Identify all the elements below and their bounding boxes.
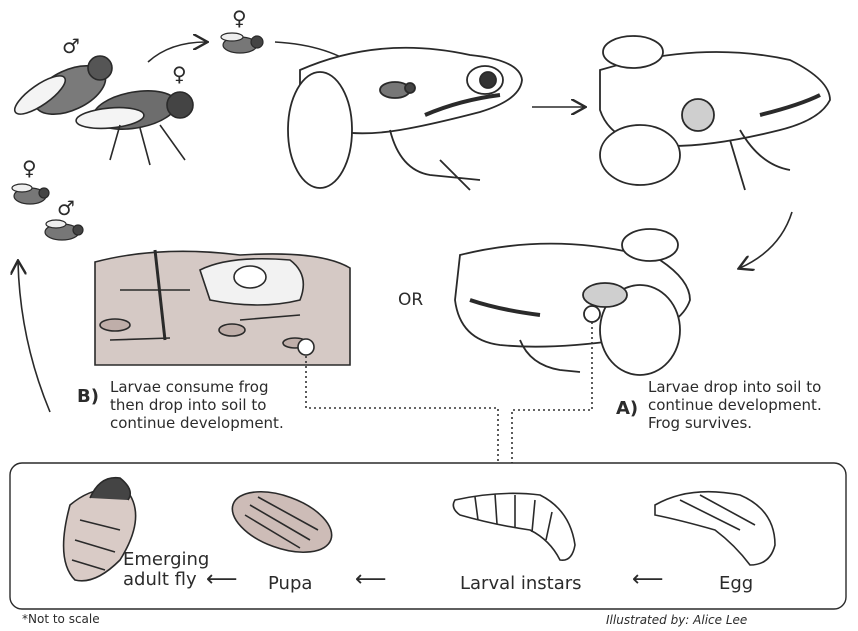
frog-with-eggs [600,36,830,190]
arrow-return-to-flies [18,262,50,412]
lone-female-fly-icon [221,33,263,53]
path-a-caption: Larvae drop into soil to continue develo… [648,378,822,432]
arrow-larval-to-pupa: ⟵ [355,570,387,590]
frog-with-larvae [455,229,690,375]
stage-adult-label: Emerging adult fly [123,550,209,590]
male-symbol: ♂ [57,198,75,218]
male-symbol: ♂ [62,36,80,56]
stage-egg-label: Egg [719,574,753,594]
or-label: OR [398,290,423,310]
female-fly-icon [12,184,49,204]
path-a-letter: A) [616,398,638,419]
frog-with-fly [288,48,522,190]
male-fly-icon [45,220,83,240]
arrow-mating-to-female [148,42,206,62]
connector-b [306,356,498,463]
illustrator-credit: Illustrated by: Alice Lee [606,613,747,627]
not-to-scale-note: *Not to scale [22,612,100,626]
soil-scene [95,250,350,365]
path-b-letter: B) [77,386,99,407]
path-b-caption: Larvae consume frog then drop into soil … [110,378,284,432]
stage-larval-label: Larval instars [460,574,582,594]
female-symbol: ♀ [22,158,37,178]
arrow-pupa-to-adult: ⟵ [206,570,238,590]
stage-pupa-label: Pupa [268,574,312,594]
female-symbol: ♀ [232,8,247,28]
arrow-egg-to-larval: ⟵ [632,570,664,590]
female-symbol: ♀ [172,64,187,84]
arrow-eggs-to-larvae [740,212,792,268]
mating-flies-icon [10,56,193,165]
